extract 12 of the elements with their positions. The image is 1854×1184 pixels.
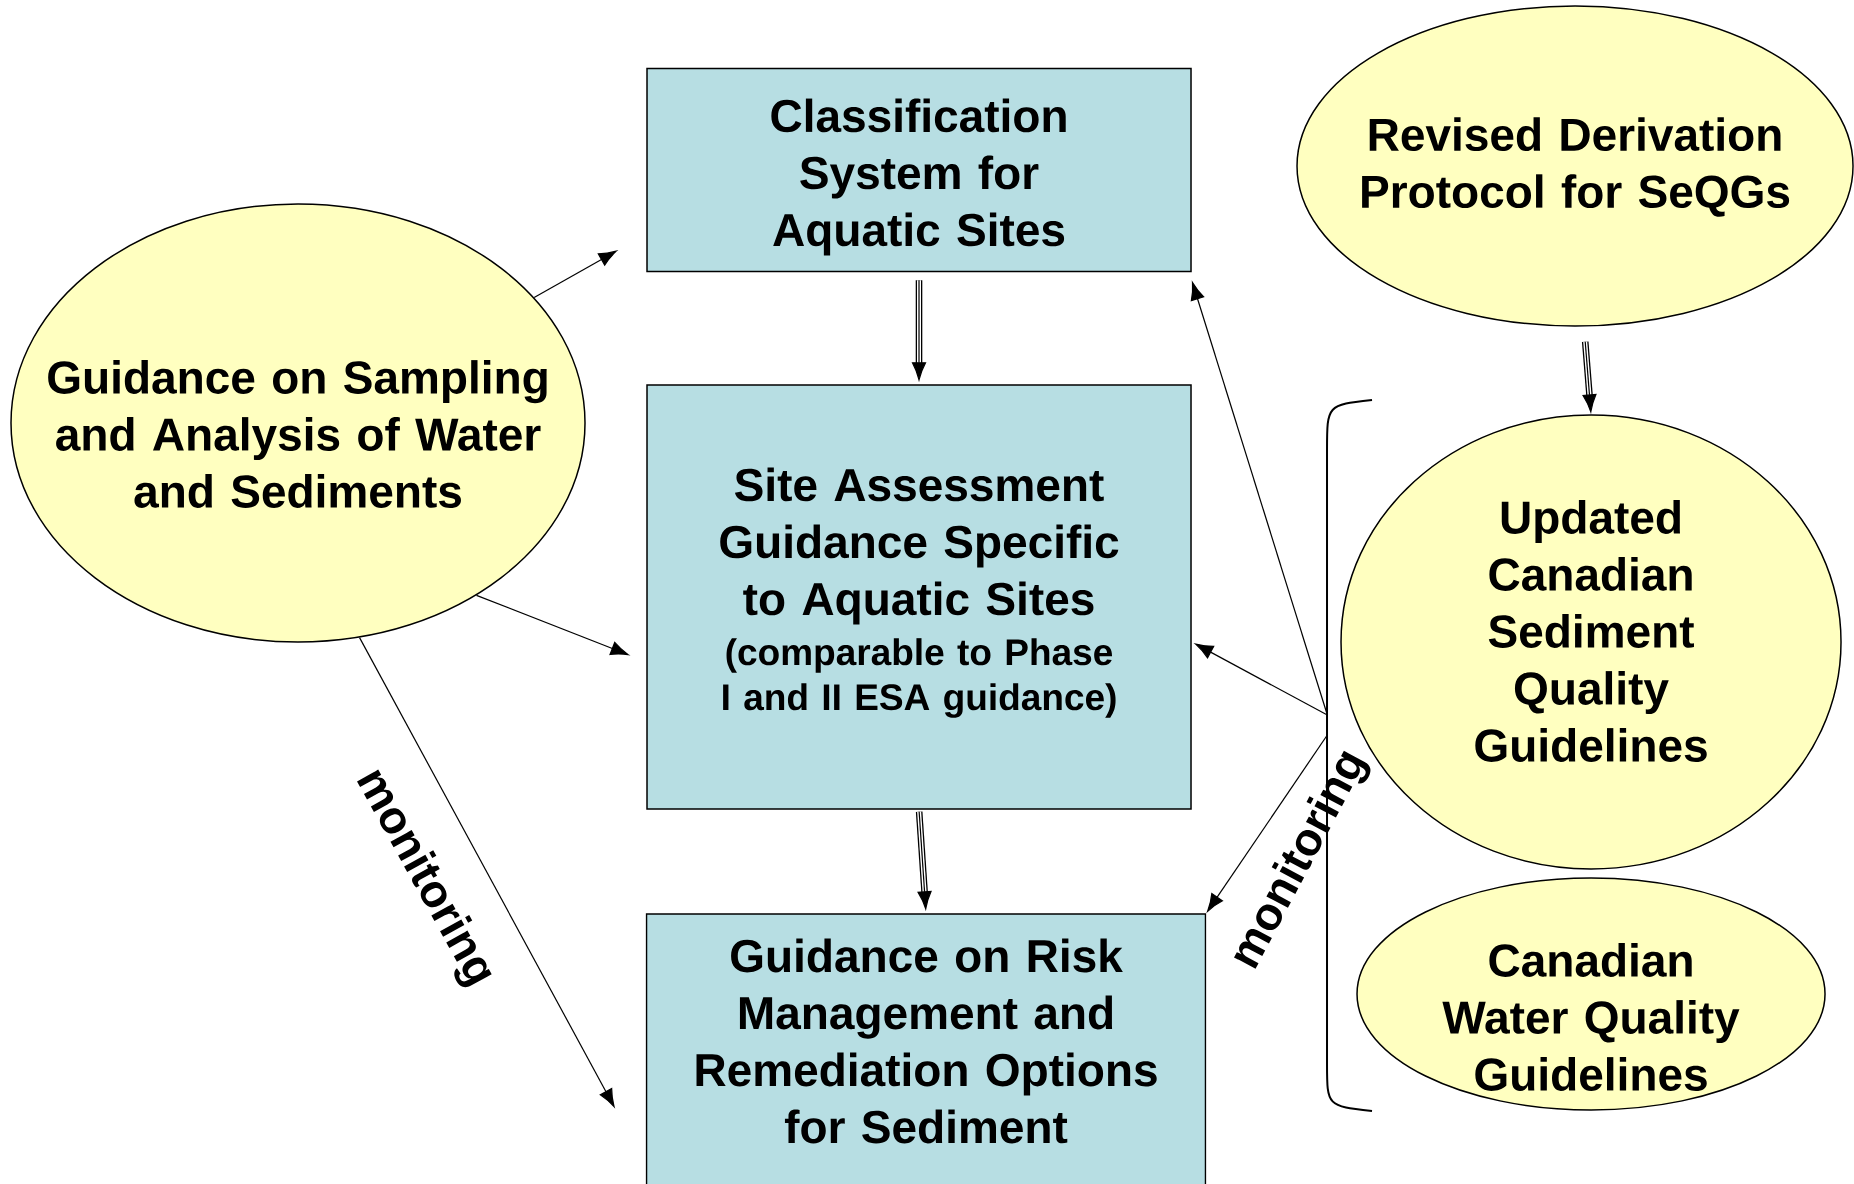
process-box: Site Assessment Guidance Specific to Aquatic Sites (comparable to Phase I and II ESA guidance) — [646, 384, 1192, 810]
arrow — [533, 250, 617, 299]
arrow — [915, 811, 932, 910]
process-box: Guidance on Risk Management and Remediation Options for Sediment — [645, 913, 1207, 1184]
arrow — [1190, 282, 1328, 716]
arrow — [358, 637, 615, 1108]
arrow — [1581, 341, 1597, 413]
arrow — [911, 279, 927, 381]
arrow — [1195, 643, 1328, 716]
arrow — [1207, 734, 1328, 912]
arrow — [475, 594, 629, 656]
process-box: Classification System for Aquatic Sites — [646, 67, 1192, 273]
